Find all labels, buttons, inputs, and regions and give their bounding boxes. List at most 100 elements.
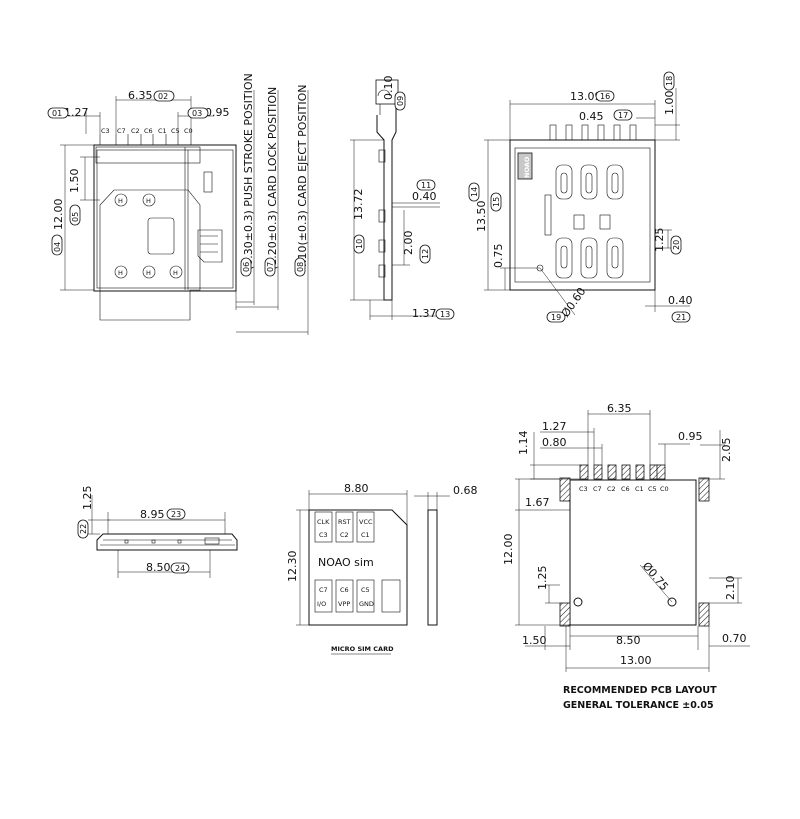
- tag-18: 18: [665, 76, 674, 86]
- pcb-pin-c3: C3: [579, 485, 588, 493]
- contact-vpp: VPP: [338, 600, 350, 608]
- tag-15: 15: [492, 197, 501, 207]
- tag-21: 21: [676, 313, 686, 322]
- tag-03: 03: [192, 109, 202, 118]
- dim-0-10: 0.10: [382, 76, 395, 101]
- dim-1-25-front: 1.25: [81, 486, 94, 511]
- pcb-dim-0-70: 0.70: [722, 632, 747, 645]
- card-outline: [99, 189, 201, 321]
- contact-c1: C1: [361, 531, 370, 539]
- tag-13: 13: [440, 310, 450, 319]
- pcb-dim-2-05: 2.05: [720, 438, 733, 463]
- tag-09: 09: [396, 96, 405, 106]
- dim-13-72: 13.72: [352, 189, 365, 221]
- pcb-layout: C3 C7 C2 C6 C1 C5 C0: [502, 402, 750, 711]
- pcb-pin-c6: C6: [621, 485, 630, 493]
- tag-02: 02: [158, 92, 168, 101]
- pcb-dim-1-67: 1.67: [525, 496, 550, 509]
- dim-8-50-front: 8.50: [146, 561, 171, 574]
- svg-text:H: H: [146, 197, 151, 205]
- tag-01: 01: [52, 109, 62, 118]
- contact-c7: C7: [319, 586, 328, 594]
- contact-vcc: VCC: [359, 518, 373, 526]
- front-profile: [96, 533, 238, 551]
- tag-07: 07: [266, 262, 275, 272]
- pin-label-c7: C7: [117, 127, 126, 135]
- dim-card-width: 8.80: [344, 482, 369, 495]
- card-lock-note: (1.20±0.3) CARD LOCK POSITION: [266, 87, 279, 270]
- pin-label-c1: C1: [158, 127, 167, 135]
- svg-text:H: H: [146, 269, 151, 277]
- dim-0-45: 0.45: [579, 110, 604, 123]
- side-profile: [376, 104, 397, 301]
- dim-0-40: 0.40: [668, 294, 693, 307]
- pin-label-c6: C6: [144, 127, 153, 135]
- pcb-dim-12-00: 12.00: [502, 534, 515, 566]
- top-right-view: NOAO 13.09 1.00 0.45 13.50 0.75 1.25 0.4…: [468, 71, 693, 323]
- tag-10: 10: [355, 239, 364, 249]
- pcb-pin-c7: C7: [593, 485, 602, 493]
- tag-11: 11: [421, 181, 431, 190]
- tag-23: 23: [171, 510, 181, 519]
- dim-1-27: 1.27: [64, 106, 89, 119]
- svg-text:H: H: [118, 269, 123, 277]
- position-notes: (0.30±0.3) PUSH STROKE POSITION (1.20±0.…: [235, 73, 309, 335]
- contact-c6: C6: [340, 586, 349, 594]
- pcb-dim-1-27: 1.27: [542, 420, 567, 433]
- contact-gnd: GND: [359, 600, 374, 608]
- dim-0-75: 0.75: [492, 244, 505, 269]
- tag-19: 19: [551, 313, 561, 322]
- tag-06: 06: [242, 262, 251, 272]
- pcb-dim-1-50: 1.50: [522, 634, 547, 647]
- tag-17: 17: [618, 111, 628, 120]
- contact-c2: C2: [340, 531, 349, 539]
- tag-12: 12: [421, 249, 430, 259]
- pcb-dim-1-14: 1.14: [517, 431, 530, 456]
- dim-12-00: 12.00: [52, 199, 65, 231]
- dim-1-50: 1.50: [68, 169, 81, 194]
- front-view: 1.25 8.95 8.50 22 23 24: [77, 486, 238, 578]
- tag-22: 22: [79, 524, 88, 534]
- pcb-dim-13-00: 13.00: [620, 654, 652, 667]
- dim-0-95: 0.95: [205, 106, 230, 119]
- pin-label-c2: C2: [131, 127, 140, 135]
- dim-1-25: 1.25: [653, 228, 666, 253]
- pin-label-c3: C3: [101, 127, 110, 135]
- push-stroke-note: (0.30±0.3) PUSH STROKE POSITION: [242, 73, 255, 270]
- tag-14: 14: [470, 187, 479, 197]
- pcb-pin-c2: C2: [607, 485, 616, 493]
- pcb-dim-dia-0-75: Ø0.75: [640, 560, 671, 594]
- connector-housing: [93, 144, 237, 292]
- tag-20: 20: [672, 240, 681, 250]
- dim-8-95: 8.95: [140, 508, 165, 521]
- tag-08: 08: [296, 262, 305, 272]
- pcb-pin-c0: C0: [660, 485, 669, 493]
- card-caption: MICRO SIM CARD: [331, 645, 394, 653]
- brand-mark: NOAO: [523, 156, 531, 178]
- dim-card-thickness: 0.68: [453, 484, 478, 497]
- pcb-dim-1-25: 1.25: [536, 566, 549, 591]
- svg-text:H: H: [173, 269, 178, 277]
- contact-c5: C5: [361, 586, 370, 594]
- sim-thickness-profile: [427, 509, 438, 626]
- dim-0-40: 0.40: [412, 190, 437, 203]
- pcb-dim-0-95: 0.95: [678, 430, 703, 443]
- tag-05: 05: [71, 212, 80, 222]
- micro-sim-card: CLK C3 RST C2 VCC C1 C7 I/O C6 VPP C5 GN…: [286, 482, 478, 655]
- pcb-note-tolerance: GENERAL TOLERANCE ±0.05: [563, 700, 714, 711]
- svg-text:H: H: [118, 197, 123, 205]
- sim-label: NOAO sim: [318, 556, 374, 569]
- pcb-note-title: RECOMMENDED PCB LAYOUT: [563, 685, 717, 696]
- pcb-dim-8-50: 8.50: [616, 634, 641, 647]
- pcb-dim-0-80: 0.80: [542, 436, 567, 449]
- pcb-pin-c5: C5: [648, 485, 657, 493]
- pin-label-c5: C5: [171, 127, 180, 135]
- pcb-dim-6-35: 6.35: [607, 402, 632, 415]
- pcb-pin-c1: C1: [635, 485, 644, 493]
- contact-rst: RST: [338, 518, 351, 526]
- side-view: 0.10 13.72 0.40 2.00 1.37 09 10 11 12: [350, 76, 455, 320]
- tag-16: 16: [600, 92, 610, 101]
- sim-outline: [308, 509, 408, 626]
